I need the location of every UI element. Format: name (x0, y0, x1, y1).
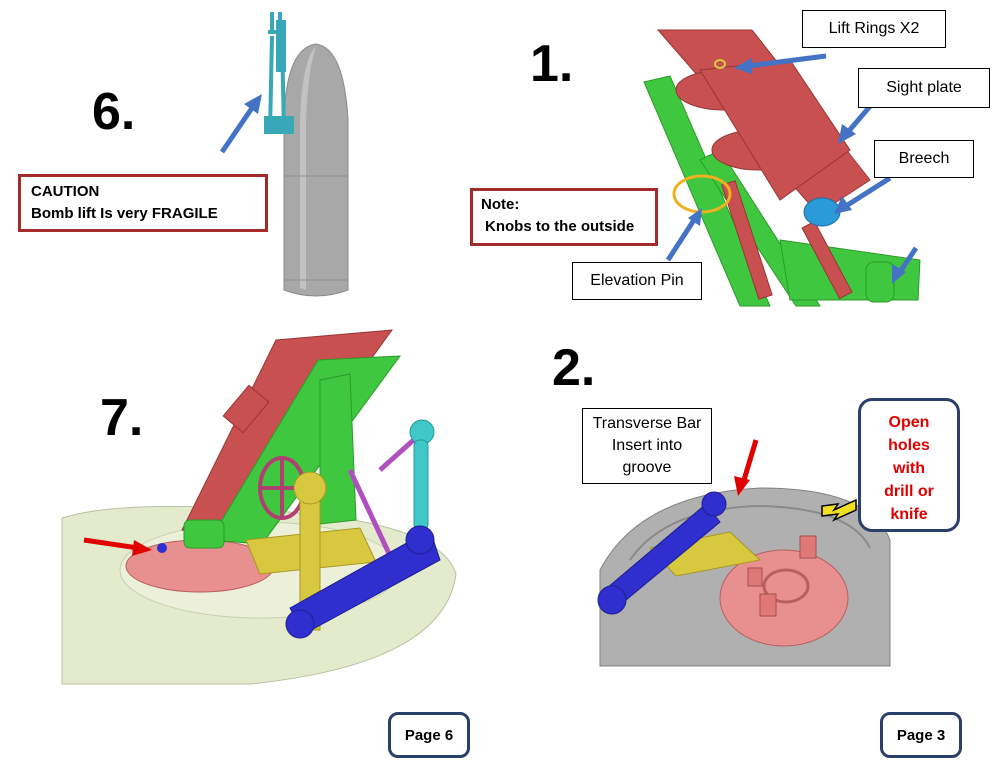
open-holes-line-5: knife (890, 506, 928, 523)
open-holes-line-1: Open (888, 414, 930, 431)
note-title: Note: (481, 196, 520, 213)
note-box: Note: Knobs to the outside (470, 188, 658, 246)
transverse-line-2: Insert into (611, 437, 683, 454)
elevation-pin-marker (672, 174, 732, 214)
arrow-elevation-pin (665, 208, 702, 262)
page-3-button[interactable]: Page 3 (880, 712, 962, 758)
bomb-lift-icon (264, 12, 294, 134)
arrow-open-holes (821, 498, 857, 522)
arrow-bipod-foot (892, 246, 919, 284)
arrow-bomb-lift (219, 94, 262, 154)
arrow-sight-plate (838, 102, 874, 144)
arrow-lift-rings (734, 53, 827, 74)
barrel (656, 29, 871, 300)
label-lift-rings: Lift Rings X2 (802, 10, 946, 48)
label-breech: Breech (874, 140, 974, 178)
step-number-6: 6. (92, 83, 136, 141)
arrow-step7-pin (83, 537, 152, 556)
page-6-button[interactable]: Page 6 (388, 712, 470, 758)
open-holes-line-2: holes (888, 437, 930, 454)
open-holes-line-3: with (893, 460, 925, 477)
pin-icon (157, 543, 167, 553)
arrow-breech (834, 175, 892, 214)
open-holes-line-4: drill or (884, 483, 934, 500)
caution-text: Bomb lift Is very FRAGILE (31, 205, 218, 222)
label-elevation-pin: Elevation Pin (572, 262, 702, 300)
step-number-1: 1. (530, 35, 574, 93)
step-number-2: 2. (552, 339, 596, 397)
caution-title: CAUTION (31, 183, 100, 200)
label-sight-plate: Sight plate (858, 68, 990, 108)
caution-box: CAUTION Bomb lift Is very FRAGILE (18, 174, 268, 232)
transverse-line-3: groove (622, 459, 672, 476)
transverse-line-1: Transverse Bar (592, 415, 702, 432)
open-holes-box: Open holes with drill or knife (858, 398, 960, 532)
note-text: Knobs to the outside (485, 218, 635, 235)
label-transverse-bar: Transverse Bar Insert into groove (582, 408, 712, 484)
arrow-transverse-bar (734, 439, 759, 496)
lift-ring-icon (714, 59, 726, 69)
step-number-7: 7. (100, 389, 144, 447)
